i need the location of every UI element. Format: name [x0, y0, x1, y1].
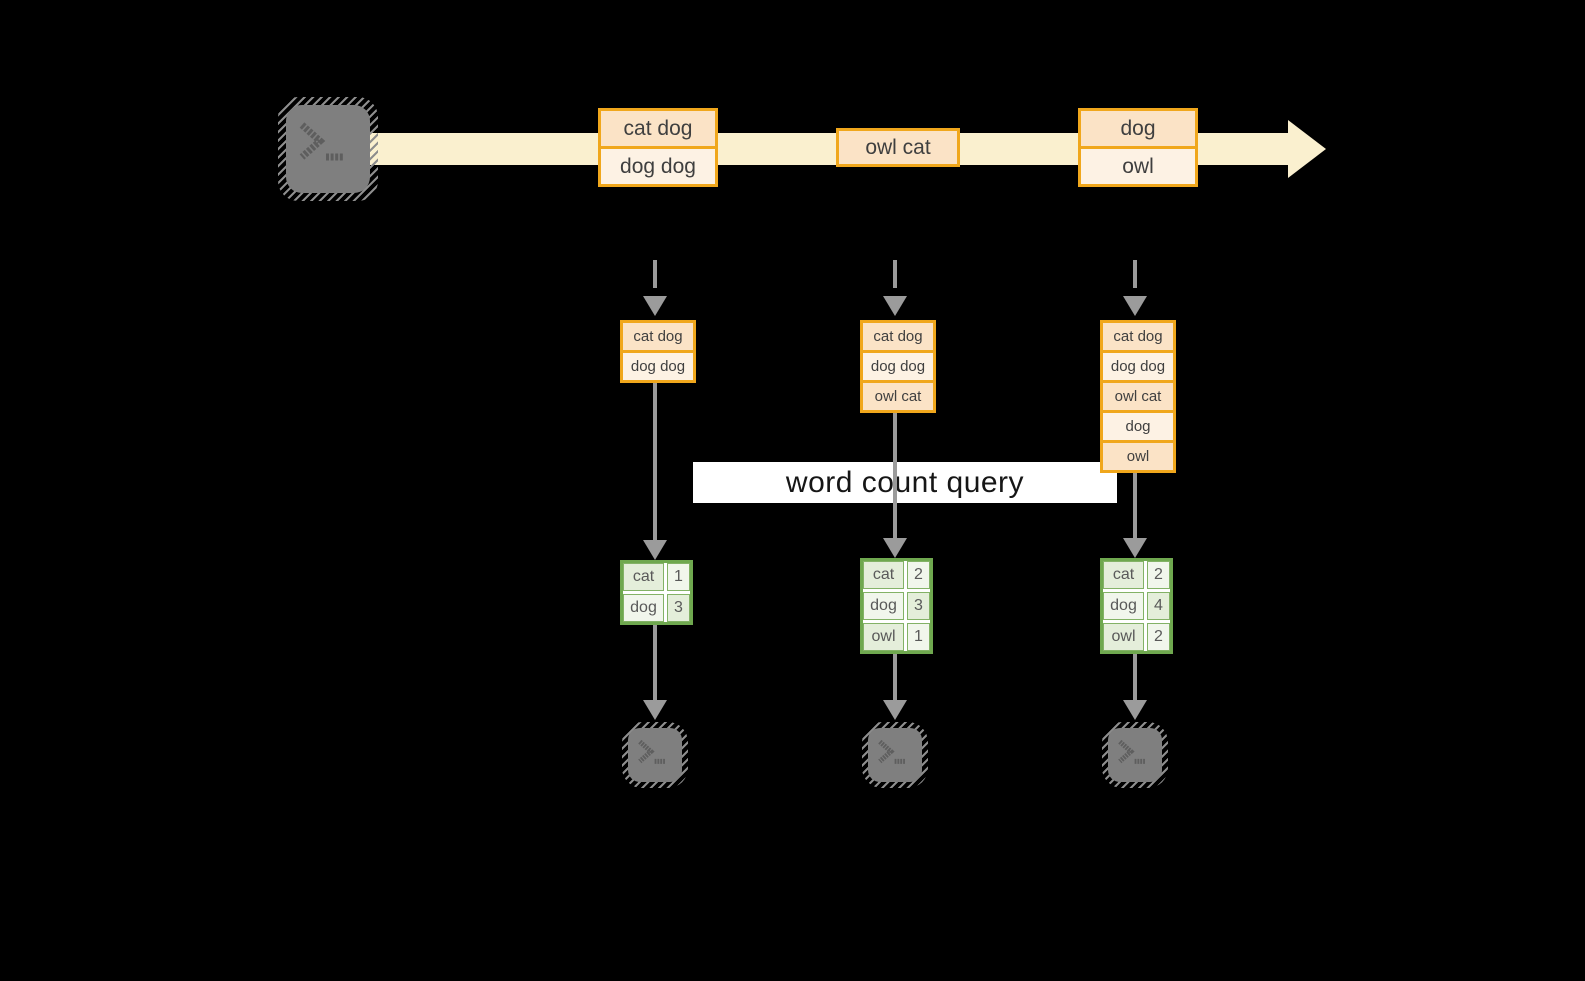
- arrowhead-icon: [1123, 538, 1147, 558]
- arrowhead-icon: [643, 540, 667, 560]
- stack-row: owl: [1103, 440, 1173, 470]
- micro-batch-stack-3: cat dog dog dog owl cat dog owl: [1100, 320, 1176, 473]
- terminal-prompt-icon: [299, 122, 344, 161]
- word-count-table-1: cat 1 dog 3: [620, 560, 693, 625]
- table-cell-word: cat: [623, 563, 664, 591]
- word-count-query-label: word count query: [693, 462, 1117, 503]
- arrowhead-icon: [883, 296, 907, 316]
- table-cell-word: cat: [1103, 561, 1144, 589]
- stack-row: dog dog: [863, 350, 933, 380]
- terminal-body: [628, 728, 682, 782]
- table-cell-word: dog: [1103, 592, 1144, 620]
- arrowhead-icon: [643, 296, 667, 316]
- stack-row: owl cat: [1103, 380, 1173, 410]
- stack-row: dog dog: [623, 350, 693, 380]
- arrowhead-icon: [1123, 700, 1147, 720]
- stream-batch-2: owl cat: [836, 128, 960, 167]
- sink-terminal-icon-1: [622, 722, 688, 788]
- batch-row: owl: [1081, 146, 1195, 184]
- table-cell-count: 2: [1147, 623, 1170, 651]
- flow-line: [893, 413, 897, 538]
- table-cell-count: 3: [907, 592, 930, 620]
- stream-batch-3: dog owl: [1078, 108, 1198, 187]
- terminal-body: [1108, 728, 1162, 782]
- source-terminal-icon: [278, 97, 378, 201]
- arrowhead-icon: [1123, 296, 1147, 316]
- arrowhead-icon: [883, 700, 907, 720]
- terminal-body: [868, 728, 922, 782]
- arrowhead-icon: [643, 700, 667, 720]
- table-cell-count: 1: [907, 623, 930, 651]
- sink-terminal-icon-2: [862, 722, 928, 788]
- flow-line: [1133, 654, 1137, 700]
- table-cell-word: owl: [1103, 623, 1144, 651]
- flow-line: [893, 654, 897, 700]
- flow-line: [653, 383, 657, 540]
- dashed-arrow: [1133, 260, 1137, 288]
- batch-row: dog dog: [601, 146, 715, 184]
- word-count-table-3: cat 2 dog 4 owl 2: [1100, 558, 1173, 654]
- sink-terminal-icon-3: [1102, 722, 1168, 788]
- table-cell-count: 2: [907, 561, 930, 589]
- stream-arrowhead-icon: [1288, 120, 1326, 178]
- dashed-arrow: [653, 260, 657, 288]
- stack-row: cat dog: [623, 323, 693, 350]
- word-count-table-2: cat 2 dog 3 owl 1: [860, 558, 933, 654]
- arrowhead-icon: [883, 538, 907, 558]
- flow-line: [1133, 473, 1137, 538]
- micro-batch-stack-1: cat dog dog dog: [620, 320, 696, 383]
- table-cell-word: cat: [863, 561, 904, 589]
- batch-row: dog: [1081, 111, 1195, 146]
- terminal-prompt-icon: [638, 739, 666, 764]
- terminal-prompt-icon: [878, 739, 906, 764]
- table-cell-count: 2: [1147, 561, 1170, 589]
- stack-row: cat dog: [863, 323, 933, 350]
- flow-line: [653, 625, 657, 700]
- terminal-body: [286, 105, 370, 193]
- micro-batch-stack-2: cat dog dog dog owl cat: [860, 320, 936, 413]
- terminal-prompt-icon: [1118, 739, 1146, 764]
- stack-row: dog dog: [1103, 350, 1173, 380]
- table-cell-count: 4: [1147, 592, 1170, 620]
- dashed-arrow: [893, 260, 897, 288]
- table-cell-word: dog: [623, 594, 664, 622]
- table-cell-count: 3: [667, 594, 690, 622]
- table-cell-count: 1: [667, 563, 690, 591]
- stack-row: owl cat: [863, 380, 933, 410]
- stack-row: cat dog: [1103, 323, 1173, 350]
- batch-row: owl cat: [839, 131, 957, 164]
- batch-row: cat dog: [601, 111, 715, 146]
- table-cell-word: owl: [863, 623, 904, 651]
- stream-batch-1: cat dog dog dog: [598, 108, 718, 187]
- stack-row: dog: [1103, 410, 1173, 440]
- table-cell-word: dog: [863, 592, 904, 620]
